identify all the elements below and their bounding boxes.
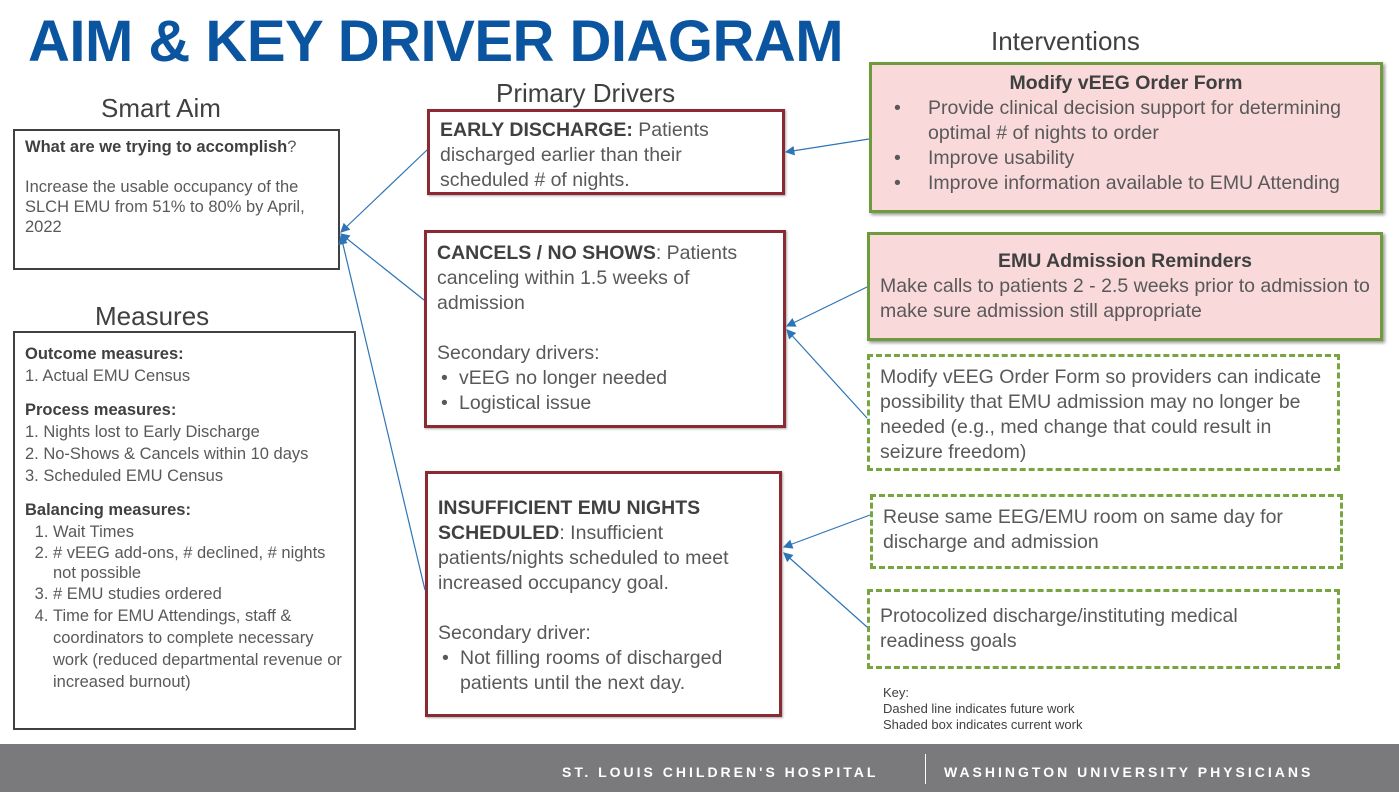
measures-box: Outcome measures: 1. Actual EMU Census P… bbox=[13, 331, 356, 730]
driver-text: Patients discharged earlier than their s… bbox=[440, 119, 709, 191]
secondary-item: vEEG no longer needed bbox=[437, 366, 773, 391]
outcome-title: Outcome measures: bbox=[25, 345, 184, 363]
arrow-reuse-to-insufficient bbox=[782, 514, 871, 549]
secondary-item: Logistical issue bbox=[437, 391, 773, 416]
interventions-header: Interventions bbox=[991, 26, 1140, 56]
intervention-text: Make calls to patients 2 - 2.5 weeks pri… bbox=[880, 275, 1370, 322]
page-title: AIM & KEY DRIVER DIAGRAM bbox=[28, 9, 844, 74]
intervention-order-form: Modify vEEG Order Form Provide clinical … bbox=[869, 62, 1383, 213]
secondary-title: Secondary driver: bbox=[438, 622, 591, 644]
aim-question: What are we trying to accomplish bbox=[25, 138, 288, 156]
intervention-protocolized-discharge: Protocolized discharge/instituting medic… bbox=[867, 589, 1340, 669]
process-item: 1. Nights lost to Early Discharge bbox=[25, 423, 260, 441]
intervention-reminders: EMU Admission Reminders Make calls to pa… bbox=[867, 232, 1383, 341]
outcome-item: 1. Actual EMU Census bbox=[25, 367, 191, 385]
process-item: 3. Scheduled EMU Census bbox=[25, 467, 224, 485]
arrow-protocol-to-insufficient bbox=[783, 552, 868, 628]
driver-cancels: CANCELS / NO SHOWS: Patients canceling w… bbox=[424, 230, 786, 428]
driver-early-discharge: EARLY DISCHARGE: Patients discharged ear… bbox=[427, 109, 785, 195]
intervention-order-form-future: Modify vEEG Order Form so providers can … bbox=[867, 354, 1340, 471]
arrow-insufficient-to-aim bbox=[338, 234, 426, 591]
process-title: Process measures: bbox=[25, 401, 177, 419]
driver-title: CANCELS / NO SHOWS bbox=[437, 242, 656, 264]
intervention-item: Improve information available to EMU Att… bbox=[882, 171, 1370, 196]
footer-divider bbox=[925, 754, 926, 784]
smart-aim-box: What are we trying to accomplish? Increa… bbox=[13, 129, 340, 270]
key-shaded: Shaded box indicates current work bbox=[883, 717, 1083, 732]
driver-title: INSUFFICIENT EMU NIGHTS SCHEDULED bbox=[438, 497, 701, 544]
intervention-title: Modify vEEG Order Form bbox=[1009, 72, 1243, 94]
balancing-item: Wait Times bbox=[53, 521, 344, 543]
secondary-title: Secondary drivers: bbox=[437, 342, 600, 364]
intervention-title: EMU Admission Reminders bbox=[998, 250, 1252, 272]
arrow-reminders-to-cancels bbox=[785, 286, 868, 327]
driver-title: EARLY DISCHARGE: bbox=[440, 119, 633, 141]
footer-bar bbox=[0, 744, 1399, 792]
key-dashed: Dashed line indicates future work bbox=[883, 701, 1075, 716]
measures-header: Measures bbox=[95, 301, 210, 331]
intervention-reuse-room: Reuse same EEG/EMU room on same day for … bbox=[870, 494, 1343, 569]
aim-question-end: ? bbox=[287, 138, 297, 156]
footer-slch: ST. LOUIS CHILDREN'S HOSPITAL bbox=[562, 764, 879, 780]
driver-insufficient-nights: INSUFFICIENT EMU NIGHTS SCHEDULED: Insuf… bbox=[425, 471, 782, 717]
key-legend: Key: Dashed line indicates future work S… bbox=[883, 685, 1082, 733]
primary-drivers-header: Primary Drivers bbox=[496, 78, 676, 108]
balancing-item: # vEEG add-ons, # declined, # nights not… bbox=[53, 543, 344, 583]
arrow-early-to-aim bbox=[340, 149, 428, 233]
aim-text: Increase the usable occupancy of the SLC… bbox=[25, 178, 305, 236]
balancing-item: # EMU studies ordered bbox=[53, 583, 344, 605]
secondary-item: Not filling rooms of discharged patients… bbox=[438, 646, 769, 696]
arrow-future-to-cancels bbox=[786, 329, 868, 419]
footer-wup: WASHINGTON UNIVERSITY PHYSICIANS bbox=[944, 764, 1314, 780]
balancing-title: Balancing measures: bbox=[25, 501, 191, 519]
process-item: 2. No-Shows & Cancels within 10 days bbox=[25, 445, 309, 463]
driver-text: : Patients canceling within 1.5 weeks of… bbox=[437, 242, 738, 314]
intervention-item: Improve usability bbox=[882, 146, 1370, 171]
intervention-item: Provide clinical decision support for de… bbox=[882, 96, 1370, 146]
arrow-orderform-to-early bbox=[784, 138, 870, 156]
arrow-cancels-to-aim bbox=[340, 233, 425, 301]
smart-aim-header: Smart Aim bbox=[101, 93, 221, 123]
driver-text: : Insufficient patients/nights scheduled… bbox=[438, 522, 729, 594]
balancing-item: Time for EMU Attendings, staff & coordin… bbox=[53, 605, 344, 693]
key-title: Key: bbox=[883, 685, 910, 700]
